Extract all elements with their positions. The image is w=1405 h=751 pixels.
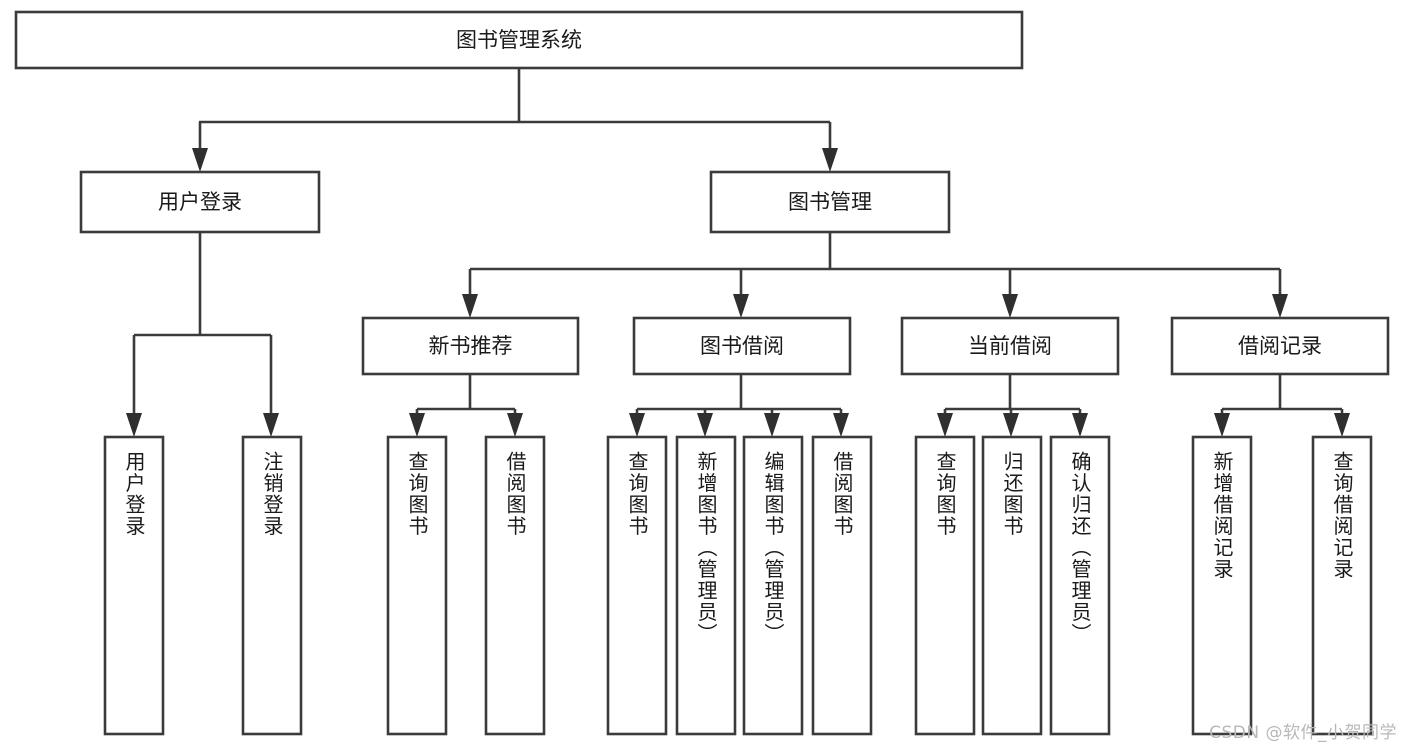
- node-borrow-record[interactable]: [1170, 316, 1390, 376]
- arrow-head-icon-current-borrow: [1002, 294, 1018, 318]
- node-root[interactable]: [14, 10, 1024, 70]
- node-leaf-edit-book[interactable]: [742, 435, 804, 736]
- node-leaf-query-book-2[interactable]: [606, 435, 668, 736]
- arrow-head-icon-l2-3-1: [1334, 413, 1350, 437]
- node-leaf-return-book[interactable]: [981, 435, 1043, 736]
- node-leaf-borrow-book-2[interactable]: [811, 435, 873, 736]
- node-leaf-query-record[interactable]: [1311, 435, 1373, 736]
- arrow-head-icon-book-manage: [822, 148, 838, 172]
- arrow-head-icon-l2-1-3: [833, 413, 849, 437]
- node-leaf-logout[interactable]: [241, 435, 303, 736]
- arrow-head-icon-l2-2-0: [937, 413, 953, 437]
- node-leaf-query-book-3[interactable]: [914, 435, 976, 736]
- arrow-head-icon-l2-0-0: [409, 413, 425, 437]
- node-leaf-confirm-return[interactable]: [1049, 435, 1111, 736]
- node-book-borrow-label: 图书借阅: [700, 334, 784, 358]
- node-user-login-label: 用户登录: [158, 190, 242, 214]
- arrow-head-icon-l2-1-2: [764, 413, 780, 437]
- arrow-head-icon-l2-3-0: [1214, 413, 1230, 437]
- arrow-head-icon-book-borrow: [733, 294, 749, 318]
- node-book-manage[interactable]: [709, 170, 951, 234]
- arrow-head-icon-user-leaf-1: [263, 413, 279, 437]
- arrow-head-icon-borrow-record: [1272, 294, 1288, 318]
- node-leaf-query-book-1[interactable]: [386, 435, 448, 736]
- node-user-login[interactable]: [79, 170, 321, 234]
- node-leaf-user-login[interactable]: [103, 435, 165, 736]
- node-leaf-add-book[interactable]: [675, 435, 737, 736]
- node-leaf-add-record[interactable]: [1191, 435, 1253, 736]
- arrow-head-icon-l2-2-2: [1072, 413, 1088, 437]
- arrow-head-icon-l2-1-1: [697, 413, 713, 437]
- arrow-head-icon-l2-2-1: [1003, 413, 1019, 437]
- arrow-head-icon-new-book-recommend: [462, 294, 478, 318]
- arrow-head-icon-user-leaf-0: [126, 413, 142, 437]
- node-borrow-record-label: 借阅记录: [1238, 334, 1322, 358]
- csdn-watermark: CSDN @软件_小贺同学: [1209, 723, 1397, 743]
- arrow-head-icon-user-login: [192, 148, 208, 172]
- arrow-head-icon-l2-1-0: [629, 413, 645, 437]
- arrow-head-icon-l2-0-1: [507, 413, 523, 437]
- node-leaf-borrow-book-1[interactable]: [484, 435, 546, 736]
- node-book-manage-label: 图书管理: [788, 190, 872, 214]
- node-current-borrow-label: 当前借阅: [968, 334, 1052, 358]
- node-new-book-recommend[interactable]: [361, 316, 580, 376]
- node-root-label: 图书管理系统: [456, 28, 582, 52]
- node-new-book-recommend-label: 新书推荐: [429, 334, 513, 358]
